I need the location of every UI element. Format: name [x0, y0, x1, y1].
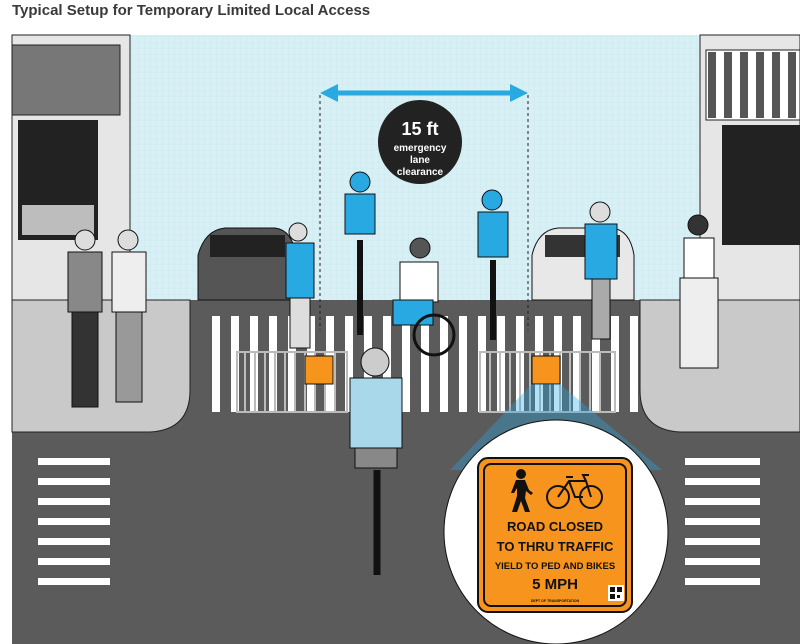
sign-fine-print: DEPT OF TRANSPORTATION — [531, 599, 580, 603]
clearance-label-1: emergency — [394, 143, 447, 154]
left-crosswalk — [38, 458, 110, 585]
crosswalk-stripe — [212, 316, 220, 412]
crosswalk-stripe — [345, 316, 353, 412]
clearance-label-2: lane — [410, 155, 430, 166]
cyclist-1 — [344, 171, 376, 335]
pedestrian-right — [679, 214, 719, 369]
crosswalk-stripe — [269, 316, 277, 412]
sign-line-1: ROAD CLOSED — [507, 519, 603, 534]
crosswalk-stripe — [440, 316, 448, 412]
parked-car-right — [531, 227, 635, 301]
pedestrian-icon — [511, 469, 533, 512]
crosswalk-stripe — [288, 316, 296, 412]
sign-line-2: TO THRU TRAFFIC — [497, 539, 614, 554]
crosswalk-stripe — [478, 316, 486, 412]
crosswalk-stripe — [592, 316, 600, 412]
cyclist-foreground — [349, 347, 403, 575]
sign-line-3: YIELD TO PED AND BIKES — [495, 561, 615, 572]
crosswalk-stripe — [459, 316, 467, 412]
crosswalk-stripe — [421, 316, 429, 412]
crosswalk-stripe — [231, 316, 239, 412]
clearance-dimension: 15 ft emergency lane clearance — [319, 84, 529, 330]
pedestrian-pair-left — [67, 229, 147, 408]
clearance-label-3: clearance — [397, 167, 444, 178]
clearance-value: 15 ft — [401, 119, 438, 139]
page-title: Typical Setup for Temporary Limited Loca… — [12, 2, 371, 19]
crosswalk-stripe — [402, 316, 410, 412]
bicycle-icon — [546, 474, 603, 509]
road-closed-sign: ROAD CLOSED TO THRU TRAFFIC YIELD TO PED… — [477, 457, 633, 613]
pedestrians — [67, 171, 719, 575]
cyclist-2 — [477, 189, 509, 340]
right-sidewalk — [639, 299, 800, 433]
pedestrian-phone — [584, 201, 618, 340]
parked-car-left — [197, 227, 297, 301]
pedestrian-blue-bag — [285, 222, 315, 349]
left-sidewalk — [11, 299, 191, 433]
qr-code-icon — [608, 585, 624, 601]
crosswalk-stripe — [573, 316, 581, 412]
small-sign-right — [531, 355, 561, 385]
crosswalk-stripe — [630, 316, 638, 412]
small-sign-left — [304, 355, 334, 385]
sign-line-4: 5 MPH — [532, 576, 578, 593]
wheelchair-user — [392, 237, 456, 357]
right-crosswalk — [685, 458, 760, 585]
right-building — [699, 34, 800, 306]
